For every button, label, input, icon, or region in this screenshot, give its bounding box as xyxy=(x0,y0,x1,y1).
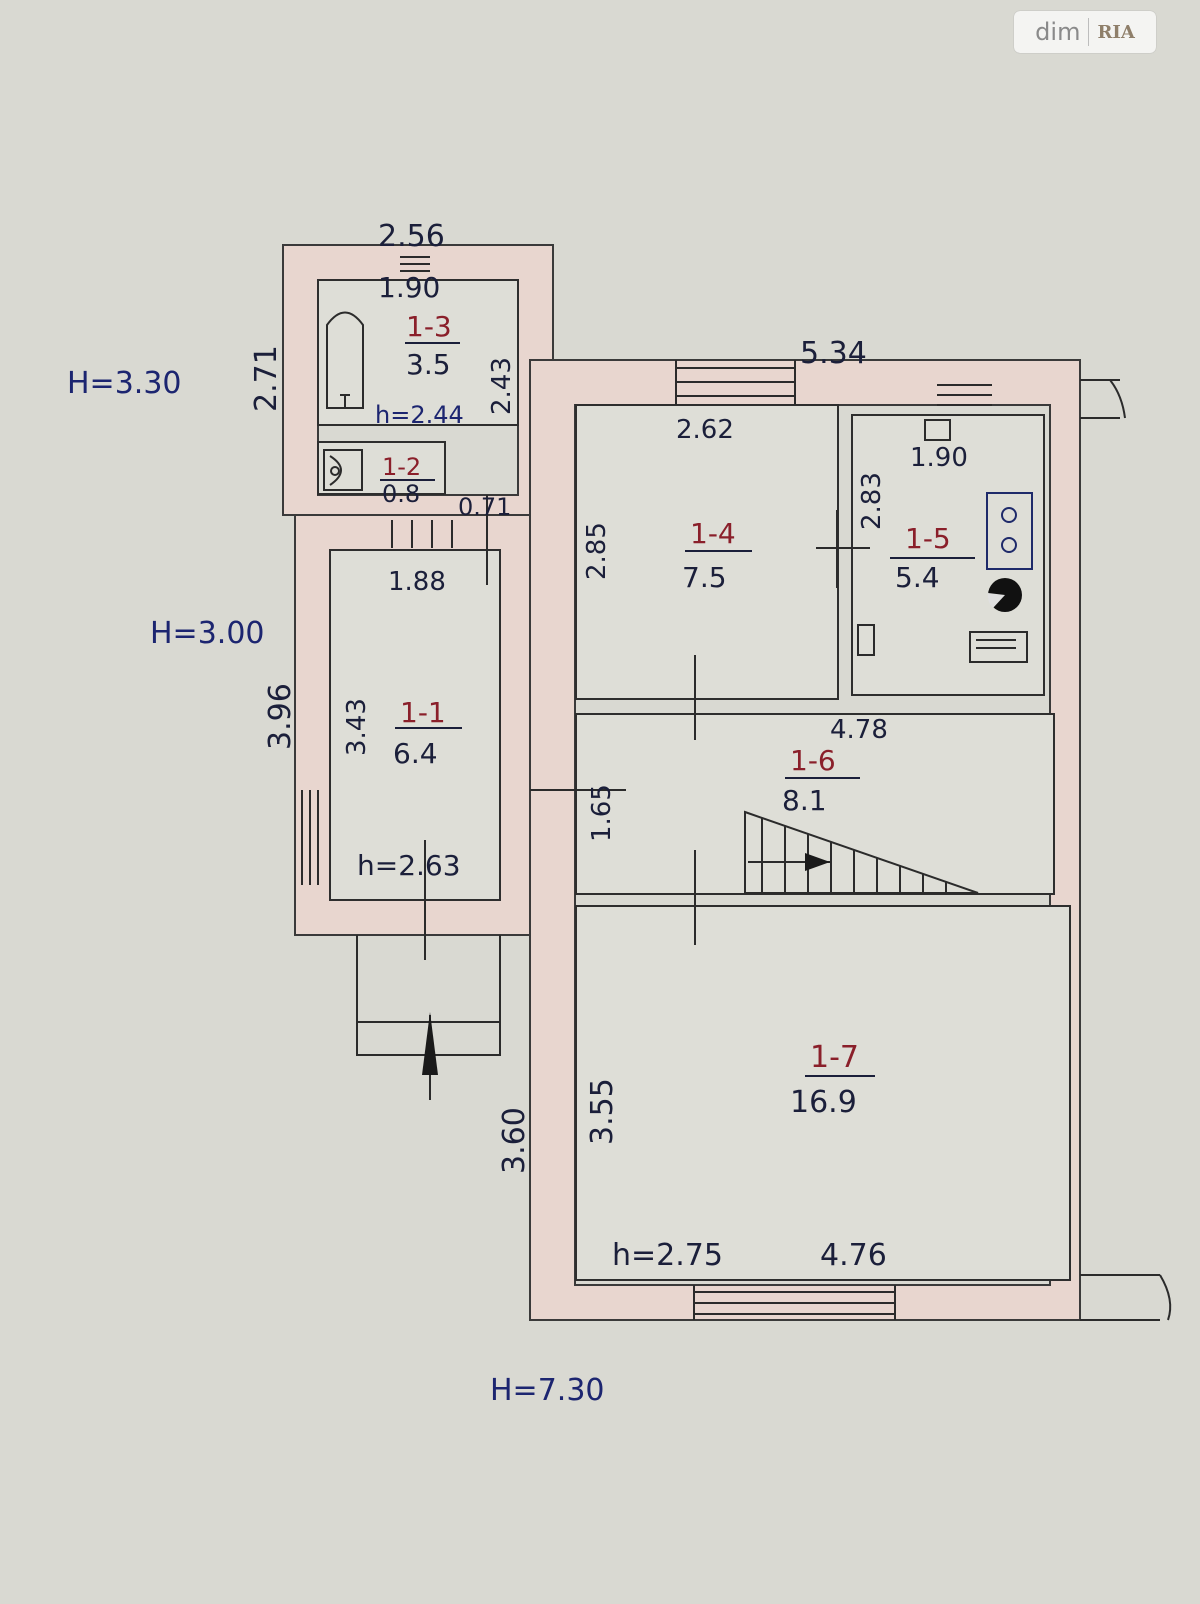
room-1-1-area: 6.4 xyxy=(393,737,438,770)
dim-left-mid: 3.96 xyxy=(263,683,298,750)
room-1-1-ceiling: h=2.63 xyxy=(357,849,461,882)
room-1-5-width: 1.90 xyxy=(910,443,968,473)
room-1-4-side: 2.85 xyxy=(582,522,612,580)
room-1-2-width: 0.71 xyxy=(458,493,511,521)
room-1-1-side: 3.43 xyxy=(342,698,372,756)
dim-top-main: 5.34 xyxy=(800,336,867,371)
room-1-6-width: 4.78 xyxy=(830,715,888,745)
room-1-5-side: 2.83 xyxy=(857,472,887,530)
watermark-text: dim xyxy=(1035,18,1081,46)
windows xyxy=(301,256,992,1320)
sink-icon xyxy=(969,631,1028,663)
walls xyxy=(282,244,1081,1321)
room-1-4-area: 7.5 xyxy=(682,561,727,594)
bathtub-icon xyxy=(326,311,364,409)
fixtures xyxy=(323,311,1033,663)
room-1-1-width: 1.88 xyxy=(388,567,446,597)
room-1-4-width: 2.62 xyxy=(676,415,734,445)
room-1-3-width: 1.90 xyxy=(378,271,440,304)
adjoining-walls xyxy=(1080,379,1172,1321)
vent-icon xyxy=(924,419,951,441)
room-1-2-id: 1-2 xyxy=(382,453,421,481)
room-1-7-width: 4.76 xyxy=(820,1238,887,1273)
room-1-3-floor xyxy=(317,279,519,426)
entrance-porch xyxy=(356,935,501,1100)
room-1-3-ceiling: h=2.44 xyxy=(375,401,464,429)
dim-left-main: 3.60 xyxy=(497,1107,532,1174)
room-1-7-floor xyxy=(575,905,1071,1281)
watermark-divider xyxy=(1088,18,1090,46)
h-label-main: H=7.30 xyxy=(490,1373,605,1408)
h-label-top: H=3.30 xyxy=(67,366,182,401)
room-1-3-id: 1-3 xyxy=(406,310,452,343)
room-1-5-area: 5.4 xyxy=(895,561,940,594)
dim-ria-watermark: dim RIA xyxy=(1014,11,1156,53)
stairs-arrow-icon xyxy=(805,853,830,871)
room-1-1-floor xyxy=(329,549,501,901)
room-1-7-area: 16.9 xyxy=(790,1085,857,1120)
room-1-1-id: 1-1 xyxy=(400,696,446,729)
room-1-7-ceiling: h=2.75 xyxy=(612,1238,723,1273)
dim-left-small: 2.71 xyxy=(249,345,284,412)
room-1-6-area: 8.1 xyxy=(782,784,827,817)
ria-logo: RIA xyxy=(1097,21,1135,43)
door-marks xyxy=(424,495,870,960)
toilet-icon xyxy=(323,449,363,491)
h-label-mid: H=3.00 xyxy=(150,616,265,651)
boiler-icon xyxy=(857,624,875,656)
room-1-6-id: 1-6 xyxy=(790,744,836,777)
stove-icon xyxy=(986,492,1033,570)
room-1-5-id: 1-5 xyxy=(905,522,951,555)
room-1-7-id: 1-7 xyxy=(810,1040,859,1075)
entrance-arrow-icon xyxy=(422,1012,438,1075)
room-1-3-area: 3.5 xyxy=(406,348,451,381)
dim-top-small: 2.56 xyxy=(378,219,445,254)
room-1-3-side: 2.43 xyxy=(487,357,517,415)
room-1-2-area: 0.8 xyxy=(382,480,420,508)
room-1-4-id: 1-4 xyxy=(690,517,736,550)
room-1-7-side: 3.55 xyxy=(585,1078,620,1145)
room-1-6-side: 1.65 xyxy=(587,784,617,842)
